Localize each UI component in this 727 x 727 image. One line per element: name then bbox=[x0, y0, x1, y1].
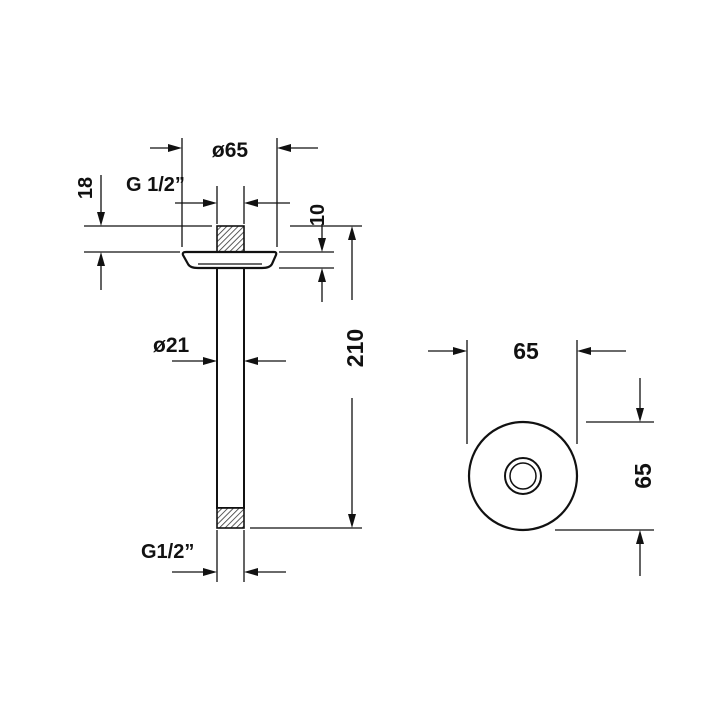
top-thread-nipple bbox=[216, 225, 245, 253]
plan-height-label: 65 bbox=[630, 463, 656, 489]
dimension-plan-height: 65 bbox=[555, 378, 656, 576]
flange-outline-circle bbox=[467, 420, 579, 532]
dimension-bottom-thread: G1/2” bbox=[141, 530, 286, 582]
pipe-outer-circle bbox=[504, 457, 542, 495]
plan-width-label: 65 bbox=[513, 338, 539, 364]
pipe-inner-circle bbox=[509, 462, 537, 490]
pipe-diameter-label: ø21 bbox=[153, 334, 190, 357]
side-view bbox=[181, 225, 278, 529]
ceiling-flange bbox=[181, 250, 278, 270]
top-thread-label: G 1/2” bbox=[126, 174, 185, 196]
dimension-top-thread: G 1/2” bbox=[126, 174, 290, 224]
plan-view bbox=[467, 420, 579, 532]
flange-height-label: 18 bbox=[75, 177, 97, 199]
dimension-flange-diameter: ø65 bbox=[150, 138, 318, 247]
dimension-thread-length: 10 bbox=[279, 204, 334, 302]
shower-arm-pipe bbox=[216, 267, 245, 509]
flange-diameter-label: ø65 bbox=[212, 139, 249, 162]
bottom-thread-label: G1/2” bbox=[141, 541, 194, 563]
dimension-flange-height: 18 bbox=[75, 175, 212, 290]
dimension-plan-width: 65 bbox=[428, 338, 626, 444]
bottom-thread bbox=[216, 507, 245, 529]
dimension-total-height: 210 bbox=[250, 225, 368, 529]
dimension-pipe-diameter: ø21 bbox=[153, 334, 286, 365]
total-height-label: 210 bbox=[342, 329, 368, 367]
thread-length-label: 10 bbox=[307, 204, 329, 226]
